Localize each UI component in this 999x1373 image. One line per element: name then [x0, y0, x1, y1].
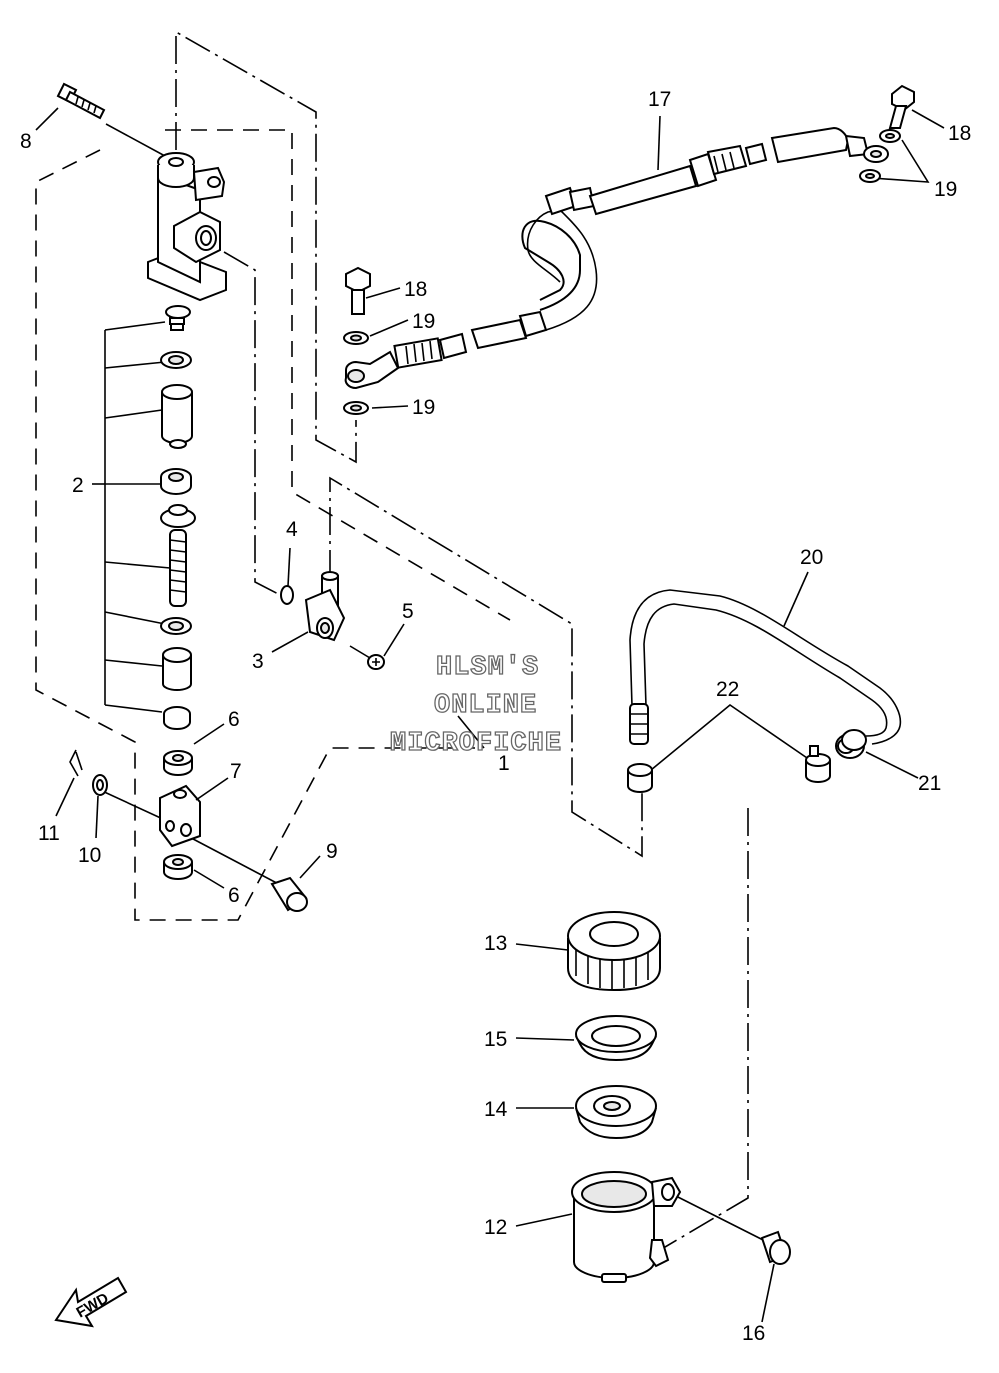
hose-end-21-icon	[835, 729, 867, 759]
callout-12: 12	[484, 1216, 507, 1239]
callout-4: 4	[286, 518, 298, 541]
callout-21: 21	[918, 772, 941, 795]
callout-13: 13	[484, 932, 507, 955]
callout-14: 14	[484, 1098, 508, 1121]
callout-11: 11	[38, 822, 60, 845]
callout-6-upper: 6	[228, 708, 240, 731]
piston-kit-icon	[160, 305, 196, 730]
callout-3: 3	[252, 650, 264, 673]
hose-joint-3-icon	[304, 571, 346, 642]
callout-1: 1	[498, 752, 510, 775]
callout-20: 20	[800, 546, 823, 569]
reservoir-cap-13-icon	[567, 911, 661, 992]
nut-6-icon	[163, 750, 193, 880]
callout-19-right: 19	[934, 178, 957, 201]
pin-9-icon	[270, 876, 308, 912]
master-cylinder-icon	[147, 152, 227, 302]
diaphragm-14-icon	[575, 1085, 657, 1140]
cotter-pin-11-icon	[69, 749, 83, 777]
callout-numbers: 1 2 3 4 5 6 6 7 8 9 10 11 12 13 14 15 16…	[20, 88, 971, 1345]
banjo-bolt-18-icon	[345, 84, 915, 315]
watermark-line-1: HLSM'S	[436, 653, 539, 683]
callout-7: 7	[230, 760, 242, 783]
callout-19-upper: 19	[412, 310, 435, 333]
bolt-8-icon	[56, 82, 106, 120]
callout-6-lower: 6	[228, 884, 240, 907]
callout-5: 5	[402, 600, 414, 623]
brake-hose-17-icon	[344, 126, 889, 390]
callout-17: 17	[648, 88, 671, 111]
callout-8: 8	[20, 130, 32, 153]
callout-19-lower: 19	[412, 396, 435, 419]
reservoir-tank-12-icon	[571, 1171, 682, 1283]
callout-22: 22	[716, 678, 739, 701]
clevis-7-icon	[159, 784, 201, 848]
washer-10-icon	[92, 774, 108, 796]
callout-18-right: 18	[948, 122, 971, 145]
callout-18-left: 18	[404, 278, 427, 301]
watermark: HLSM'S ONLINE MICROFICHE	[389, 652, 562, 759]
callout-9: 9	[326, 840, 338, 863]
callout-15: 15	[484, 1028, 507, 1051]
callout-10: 10	[78, 844, 101, 867]
diaphragm-plate-15-icon	[575, 1015, 657, 1062]
reservoir-hose-20-icon	[629, 589, 902, 745]
copper-washer-19-icon	[343, 129, 901, 415]
watermark-line-2: ONLINE	[434, 691, 537, 721]
callout-leaders	[35, 107, 945, 1323]
screw-5-icon	[349, 645, 385, 670]
bolt-16-icon	[760, 1230, 791, 1265]
assembly-lines	[35, 30, 930, 1251]
callout-16: 16	[742, 1322, 765, 1345]
watermark-line-3: MICROFICHE	[390, 729, 562, 759]
callout-2: 2	[72, 474, 84, 497]
o-ring-4-icon	[280, 585, 294, 605]
forward-direction-icon: FWD	[54, 1276, 128, 1328]
hose-clamp-22-icon	[627, 745, 831, 793]
